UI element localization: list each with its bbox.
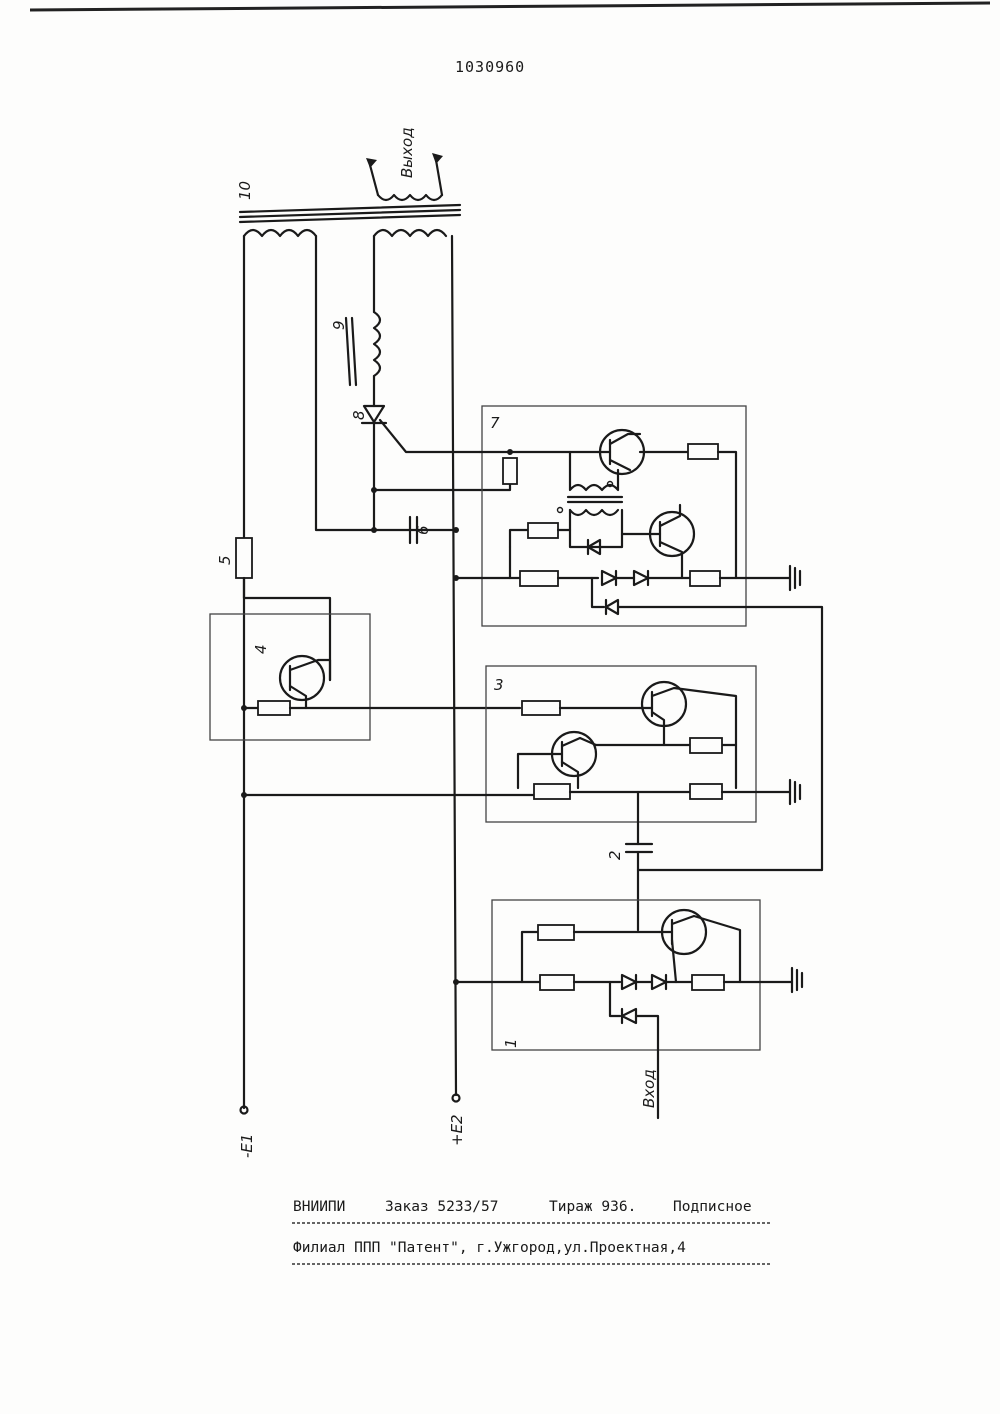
terminal-plus-e2 <box>453 1095 460 1102</box>
block4-resistor <box>258 701 290 715</box>
rail-plus-e2 <box>452 236 456 1095</box>
thyristor-8 <box>362 406 480 452</box>
footer-org: ВНИИПИ <box>293 1199 345 1215</box>
terminal-minus-e1 <box>241 1107 248 1114</box>
wire-r5-to-block4 <box>244 578 330 680</box>
footer-order: Заказ 5233/57 <box>385 1199 499 1215</box>
block7-transistor-bottom <box>622 505 694 578</box>
block1-transistor <box>660 910 740 982</box>
block3-resistor-b <box>690 738 722 753</box>
label-4: 4 <box>252 644 270 654</box>
footer-address: Филиал ППП "Патент", г.Ужгород,ул.Проект… <box>293 1240 686 1256</box>
primary-return-wire <box>316 236 456 530</box>
block7-resistor-a <box>503 458 517 484</box>
block7-diode-c <box>634 571 648 585</box>
block7-diode-d <box>606 600 618 614</box>
block3-transistor-right <box>640 682 736 788</box>
scan-border <box>30 3 990 10</box>
label-7: 7 <box>490 414 500 432</box>
block7-resistor-d <box>520 571 558 586</box>
block1-diode-a <box>622 975 636 989</box>
block1-resistor-c <box>692 975 724 990</box>
label-8: 8 <box>350 410 368 420</box>
label-9: 9 <box>330 320 348 330</box>
label-3: 3 <box>494 676 504 694</box>
ground-symbol-3 <box>790 780 800 804</box>
block7-resistor-b <box>688 444 718 459</box>
plus-e2-label: +E2 <box>448 1114 466 1146</box>
ground-symbol-7 <box>790 566 800 590</box>
input-label: Вход <box>640 1069 658 1108</box>
block1-diode-c <box>622 1009 636 1023</box>
label-6: 6 <box>414 525 432 535</box>
transformer-10 <box>240 153 460 236</box>
footer-circulation: Тираж 936. <box>549 1199 636 1215</box>
label-5: 5 <box>216 555 234 565</box>
block7-transistor-top <box>598 430 644 474</box>
output-label: Выход <box>398 127 416 178</box>
block7-resistor-e <box>690 571 720 586</box>
block1-diode-b <box>652 975 666 989</box>
block3-resistor-d <box>690 784 722 799</box>
block3-resistor-c <box>534 784 570 799</box>
capacitor-2 <box>626 844 652 852</box>
block7-diode-b <box>602 571 616 585</box>
label-2: 2 <box>606 850 624 860</box>
block1-resistor-b <box>540 975 574 990</box>
block3-transistor-left <box>518 732 596 788</box>
label-1: 1 <box>502 1038 520 1048</box>
footer-subscription: Подписное <box>673 1199 752 1215</box>
block7-resistor-c <box>528 523 558 538</box>
label-10: 10 <box>236 181 254 200</box>
minus-e1-label: -E1 <box>238 1134 256 1158</box>
inductor-9 <box>374 312 380 376</box>
resistor-5 <box>236 538 252 578</box>
block-7 <box>482 406 746 626</box>
block1-resistor-a <box>538 925 574 940</box>
block3-resistor-a <box>522 701 560 715</box>
ground-symbol-1 <box>792 968 802 992</box>
